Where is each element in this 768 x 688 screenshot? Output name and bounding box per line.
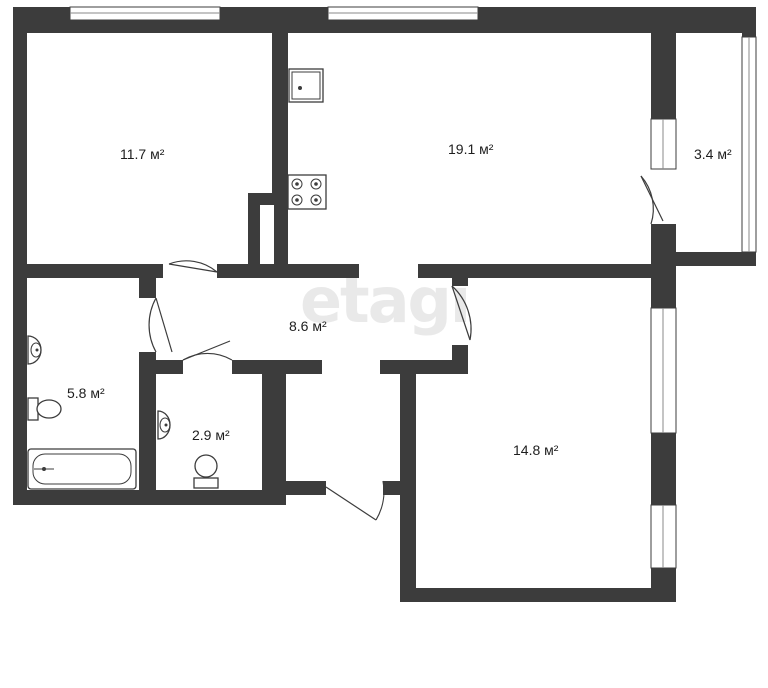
washbasin-icon (157, 410, 171, 440)
walls (13, 7, 756, 602)
window-top-left (69, 6, 221, 33)
bedroom-right-door (451, 285, 471, 341)
room-area-bedroom-left: 11.7 м² (120, 146, 165, 162)
toilet-icon (27, 397, 62, 421)
stove-icon (287, 174, 327, 210)
windows (69, 6, 757, 569)
window-bedroom-right-2 (650, 504, 677, 569)
washbasin-icon (27, 335, 42, 365)
room-area-bathroom: 5.8 м² (67, 385, 105, 401)
room-area-hallway: 8.6 м² (289, 318, 327, 334)
doors (148, 175, 664, 521)
toilet-icon (193, 454, 219, 489)
window-bedroom-right-1 (650, 307, 677, 434)
window-balcony-door (650, 118, 677, 170)
room-area-balcony: 3.4 м² (694, 146, 732, 162)
bathroom-door (155, 297, 173, 353)
room-area-kitchen-living: 19.1 м² (448, 141, 494, 157)
bathtub-icon (27, 448, 137, 490)
room-area-bedroom-right: 14.8 м² (513, 442, 559, 458)
room-area-toilet: 2.9 м² (192, 427, 230, 443)
closet-door (325, 486, 377, 521)
window-balcony (741, 36, 757, 253)
kitchen-sink-icon (288, 68, 324, 103)
window-top-kitchen (327, 6, 479, 33)
